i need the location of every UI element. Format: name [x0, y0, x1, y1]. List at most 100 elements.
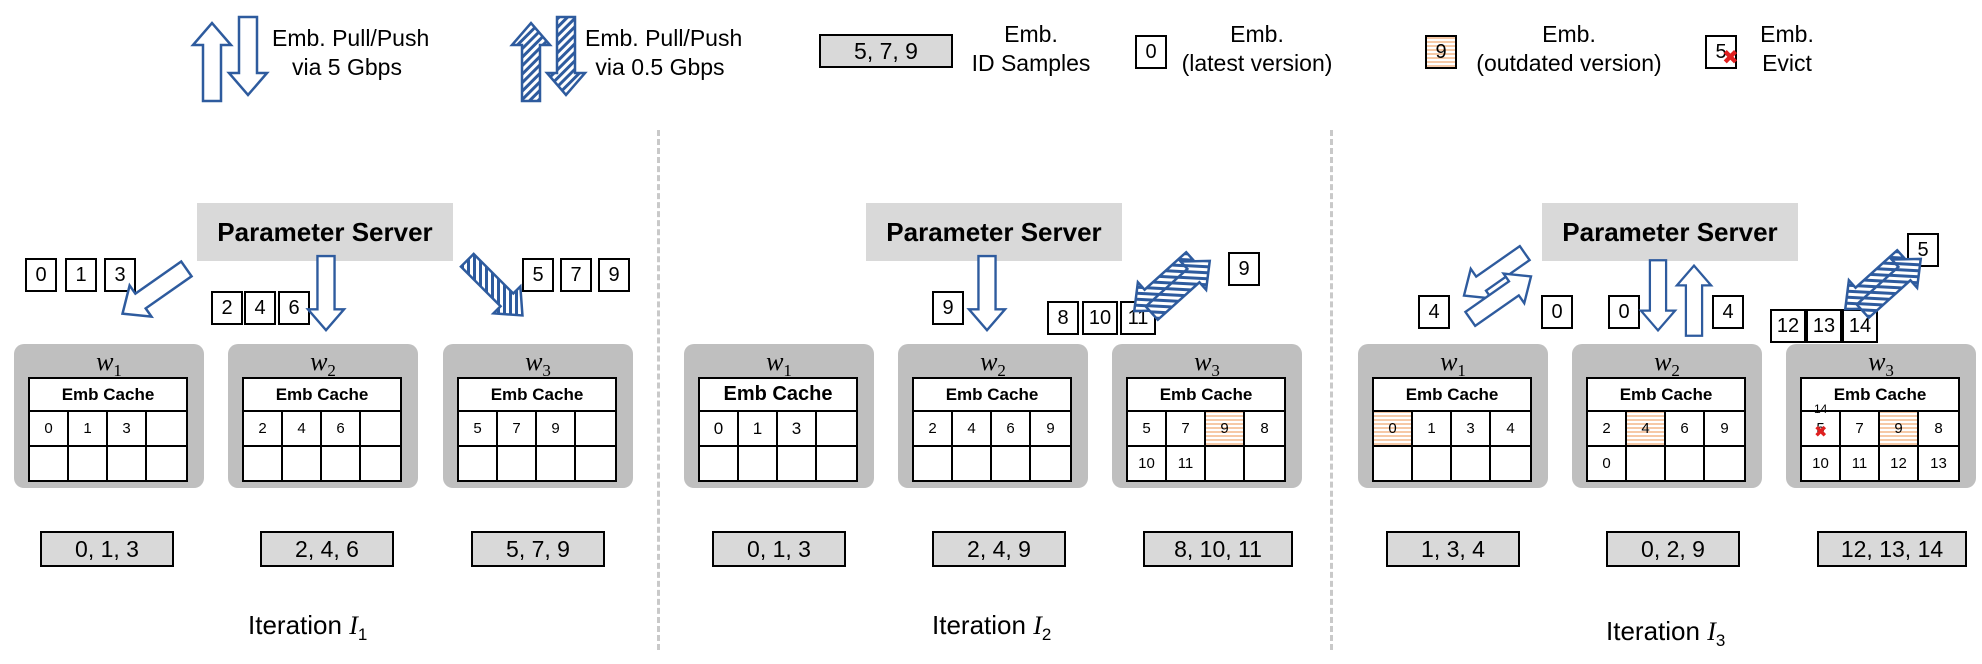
evict-x-icon: ✖: [1814, 424, 1828, 441]
id-samples-w1: 1, 3, 4: [1386, 531, 1520, 567]
parameter-server: Parameter Server: [866, 203, 1122, 261]
cache-cell: [953, 447, 992, 480]
legend-latest-label: Emb.(latest version): [1181, 21, 1333, 76]
id-samples-w1: 0, 1, 3: [40, 531, 174, 567]
legend-sample-label: Emb.ID Samples: [971, 21, 1091, 76]
worker-label: w2: [310, 347, 336, 381]
cache-cell: [576, 412, 615, 447]
cache-cell: [778, 447, 817, 480]
cache-cell: 8: [1245, 412, 1284, 447]
cache-title: Emb Cache: [914, 379, 1070, 412]
legend-evict-label: Emb.Evict: [1760, 21, 1814, 76]
pull-arrow-icon: [110, 252, 199, 331]
emb-cache: Emb Cache 5 14 ✖ 7 9 8 10 11 12 13: [1800, 377, 1960, 482]
cache-cell: 11: [1841, 447, 1880, 480]
cache-cell: 4: [1491, 412, 1530, 447]
cache-cell: [739, 447, 778, 480]
iteration-label: Iteration I2: [932, 610, 1052, 645]
divider-1: [657, 130, 660, 650]
cache-cell-evicted: 5 14 ✖: [1802, 403, 1841, 447]
emb-cache: Emb Cache 0 1 3: [698, 377, 858, 482]
id-samples-w2: 0, 2, 9: [1606, 531, 1740, 567]
pull-arrow-slow-icon: [452, 245, 538, 331]
cache-cell: 2: [244, 412, 283, 447]
cache-cell: 0: [700, 412, 739, 447]
transfer-id: 12: [1770, 309, 1806, 343]
cache-cell: 6: [322, 412, 361, 447]
transfer-id: 13: [1806, 309, 1842, 343]
cache-cell: [69, 447, 108, 480]
cache-cell: 9: [537, 412, 576, 447]
push-id: 4: [1712, 295, 1744, 329]
cache-title: Emb Cache: [244, 379, 400, 412]
cache-title: Emb Cache: [30, 379, 186, 412]
cache-cell: 3: [778, 412, 817, 447]
worker-label: w1: [96, 347, 122, 381]
cache-cell: 9: [1031, 412, 1070, 447]
parameter-server: Parameter Server: [1542, 203, 1798, 261]
cache-cell: [1206, 447, 1245, 480]
cache-title: Emb Cache: [1128, 379, 1284, 412]
push-arrow-icon: [1675, 264, 1713, 337]
worker-label: w1: [766, 347, 792, 381]
cache-cell: [498, 447, 537, 480]
evict-x-icon: ✖: [1722, 47, 1739, 69]
cache-cell: [147, 412, 186, 447]
parameter-server: Parameter Server: [197, 203, 453, 261]
transfer-id: 8: [1047, 301, 1079, 335]
legend-fast-arrow-icon: [191, 15, 269, 103]
worker-w1: w1 Emb Cache 0 1 3: [14, 344, 204, 488]
cache-cell: [322, 447, 361, 480]
pull-arrow-icon: [1639, 259, 1677, 332]
cache-cell: 7: [498, 412, 537, 447]
worker-w3: w3 Emb Cache 5 7 9: [443, 344, 633, 488]
cache-cell: 8: [1919, 412, 1958, 447]
transfer-id: 1: [65, 258, 97, 292]
cache-cell: 2: [914, 412, 953, 447]
id-samples-w3: 8, 10, 11: [1143, 531, 1293, 567]
transfer-id: 4: [1418, 295, 1450, 329]
cache-cell: [361, 412, 400, 447]
worker-w3: w3 Emb Cache 5 14 ✖ 7 9 8 10 11 12 13: [1786, 344, 1976, 488]
cache-cell: 13: [1930, 455, 1947, 472]
cache-cell: 5: [459, 412, 498, 447]
cache-cell: [914, 447, 953, 480]
divider-2: [1330, 130, 1333, 650]
cache-cell-outdated: 0: [1374, 412, 1413, 447]
cache-cell: [537, 447, 576, 480]
cache-cell: 2: [1588, 412, 1627, 447]
cache-cell: [244, 447, 283, 480]
cache-title: Emb Cache: [459, 379, 615, 412]
legend-latest-box: 0: [1135, 35, 1167, 69]
cache-cell: 12: [1880, 447, 1919, 480]
legend-slow-arrow-icon: [510, 15, 587, 103]
cache-cell: 9: [1705, 412, 1744, 447]
emb-cache: Emb Cache 2 4 6: [242, 377, 402, 482]
worker-w1: w1 Emb Cache 0 1 3: [684, 344, 874, 488]
pull-arrow-icon: [967, 254, 1007, 332]
cache-cell: 1: [739, 412, 778, 447]
cache-cell: 10: [1128, 447, 1167, 480]
cache-cell: 4: [953, 412, 992, 447]
transfer-id: 9: [932, 291, 964, 325]
legend-outdated-label: Emb.(outdated version): [1476, 21, 1662, 76]
worker-w2: w2 Emb Cache 2 4 6: [228, 344, 418, 488]
iteration-label: Iteration I1: [248, 610, 368, 645]
worker-label: w1: [1440, 347, 1466, 381]
cache-cell: [1666, 447, 1705, 480]
transfer-id: 6: [278, 291, 310, 325]
transfer-id: 4: [244, 291, 276, 325]
cache-cell: 3: [108, 412, 147, 447]
pull-arrow-icon: [306, 254, 346, 332]
cache-cell: [1413, 447, 1452, 480]
cache-cell: [459, 447, 498, 480]
cache-title: Emb Cache: [1802, 379, 1958, 412]
transfer-id: 0: [1608, 295, 1640, 329]
cache-title: Emb Cache: [1588, 379, 1744, 412]
worker-label: w3: [1194, 347, 1220, 381]
worker-w1: w1 Emb Cache 0 1 3 4: [1358, 344, 1548, 488]
emb-cache: Emb Cache 0 1 3 4: [1372, 377, 1532, 482]
cache-cell: 4: [283, 412, 322, 447]
